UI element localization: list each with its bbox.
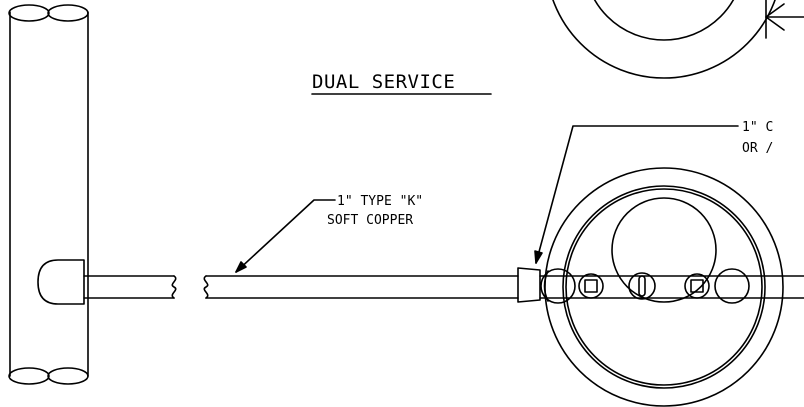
meter-box-plan <box>544 167 784 407</box>
drawing-title: DUAL SERVICE <box>312 71 455 93</box>
service-line-left <box>83 275 177 299</box>
callout-right-line2: OR / <box>742 141 773 156</box>
corporation-stop <box>37 259 85 305</box>
meter-setter <box>540 268 750 304</box>
meter-register <box>611 197 717 303</box>
callout-leader-copper <box>235 199 336 273</box>
callout-copper-line1: 1" TYPE "K" <box>337 194 423 209</box>
service-line-right <box>203 267 804 303</box>
dimension-arrow <box>765 0 804 39</box>
callout-copper-line2: SOFT COPPER <box>327 213 413 228</box>
water-main-pipe <box>8 4 89 385</box>
callout-leader-right <box>534 125 739 264</box>
meter-box-upper <box>552 0 776 79</box>
callout-right-line1: 1" C <box>742 120 773 135</box>
